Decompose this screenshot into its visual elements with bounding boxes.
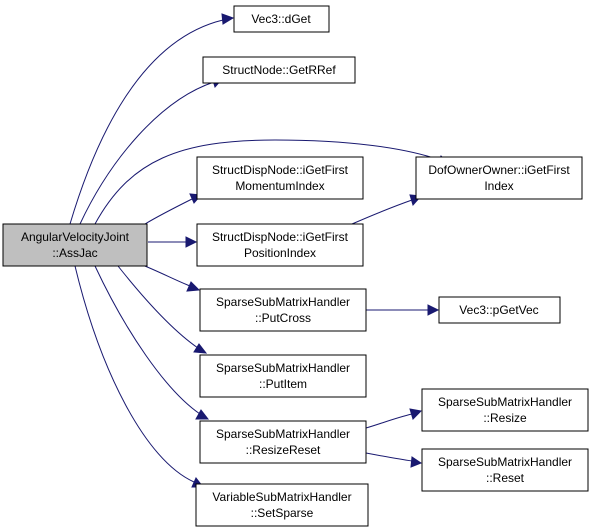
arrow-root-to-putitem bbox=[193, 343, 208, 354]
node-resizereset-line-2: ::ResizeReset bbox=[246, 443, 321, 457]
node-reset-line-2: ::Reset bbox=[486, 471, 525, 485]
arrow-root-to-position bbox=[185, 236, 198, 248]
node-putitem-line-1: SparseSubMatrixHandler bbox=[216, 361, 350, 375]
edge-root-to-momentum bbox=[144, 198, 193, 225]
arrow-resizereset-to-reset bbox=[410, 456, 423, 468]
node-dofowner-line-2: Index bbox=[484, 179, 513, 193]
arrow-root-to-vec3-dget bbox=[221, 13, 235, 25]
edge-resizereset-to-reset bbox=[365, 452, 413, 462]
node-vec3-dget-line-1: Vec3::dGet bbox=[251, 12, 311, 26]
node-resize-line-2: ::Resize bbox=[483, 411, 527, 425]
arrow-putcross-to-pgetvec bbox=[427, 304, 440, 316]
node-putcross-line-2: ::PutCross bbox=[255, 311, 311, 325]
node-structdisp-position[interactable]: StructDispNode::iGetFirst PositionIndex bbox=[196, 223, 364, 267]
node-momentum-line-2: MomentumIndex bbox=[235, 179, 324, 193]
node-vec3-dget[interactable]: Vec3::dGet bbox=[233, 5, 330, 33]
arrow-root-to-resizereset bbox=[195, 409, 210, 420]
edge-root-to-setsparse bbox=[74, 265, 195, 483]
node-putitem-line-2: ::PutItem bbox=[259, 377, 307, 391]
node-vec3-pgetvec[interactable]: Vec3::pGetVec bbox=[438, 296, 561, 324]
node-structdisp-momentum[interactable]: StructDispNode::iGetFirst MomentumIndex bbox=[196, 156, 364, 200]
edge-position-to-dofowner bbox=[351, 199, 413, 225]
edge-root-to-putcross bbox=[139, 263, 191, 287]
edge-resizereset-to-resize bbox=[365, 413, 413, 429]
node-setsparse-line-1: VariableSubMatrixHandler bbox=[212, 490, 351, 504]
edge-root-to-getrref bbox=[79, 81, 215, 225]
edge-root-to-resizereset bbox=[94, 265, 201, 415]
node-sparse-reset[interactable]: SparseSubMatrixHandler ::Reset bbox=[421, 448, 589, 492]
node-structnode-getrref[interactable]: StructNode::GetRRef bbox=[202, 56, 356, 84]
nodes: AngularVelocityJoint ::AssJac Vec3::dGet… bbox=[2, 5, 589, 527]
node-setsparse-line-2: ::SetSparse bbox=[251, 506, 314, 520]
node-root-line-1: AngularVelocityJoint bbox=[21, 230, 130, 244]
node-position-line-2: PositionIndex bbox=[244, 246, 316, 260]
edge-root-to-putitem bbox=[117, 265, 199, 349]
edge-root-to-dofowner bbox=[94, 139, 441, 225]
node-resizereset-line-1: SparseSubMatrixHandler bbox=[216, 427, 350, 441]
node-getrref-line-1: StructNode::GetRRef bbox=[222, 63, 336, 77]
node-momentum-line-1: StructDispNode::iGetFirst bbox=[212, 163, 349, 177]
node-sparse-putitem[interactable]: SparseSubMatrixHandler ::PutItem bbox=[199, 354, 367, 398]
node-variable-setsparse[interactable]: VariableSubMatrixHandler ::SetSparse bbox=[195, 483, 369, 527]
node-pgetvec-line-1: Vec3::pGetVec bbox=[459, 303, 538, 317]
node-root-line-2: ::AssJac bbox=[52, 246, 97, 260]
node-putcross-line-1: SparseSubMatrixHandler bbox=[216, 295, 350, 309]
node-resize-line-1: SparseSubMatrixHandler bbox=[438, 395, 572, 409]
edge-root-to-vec3-dget bbox=[69, 19, 224, 225]
node-sparse-resize[interactable]: SparseSubMatrixHandler ::Resize bbox=[421, 388, 589, 432]
arrow-resizereset-to-resize bbox=[409, 408, 423, 420]
arrow-root-to-putcross bbox=[186, 281, 201, 292]
node-dofowner-igetfirstindex[interactable]: DofOwnerOwner::iGetFirst Index bbox=[415, 156, 583, 200]
node-angularvelocityjoint-assjac[interactable]: AngularVelocityJoint ::AssJac bbox=[2, 223, 148, 267]
node-reset-line-1: SparseSubMatrixHandler bbox=[438, 455, 572, 469]
node-sparse-putcross[interactable]: SparseSubMatrixHandler ::PutCross bbox=[199, 288, 367, 332]
node-position-line-1: StructDispNode::iGetFirst bbox=[212, 230, 349, 244]
node-dofowner-line-1: DofOwnerOwner::iGetFirst bbox=[428, 163, 570, 177]
node-sparse-resizereset[interactable]: SparseSubMatrixHandler ::ResizeReset bbox=[199, 420, 367, 464]
